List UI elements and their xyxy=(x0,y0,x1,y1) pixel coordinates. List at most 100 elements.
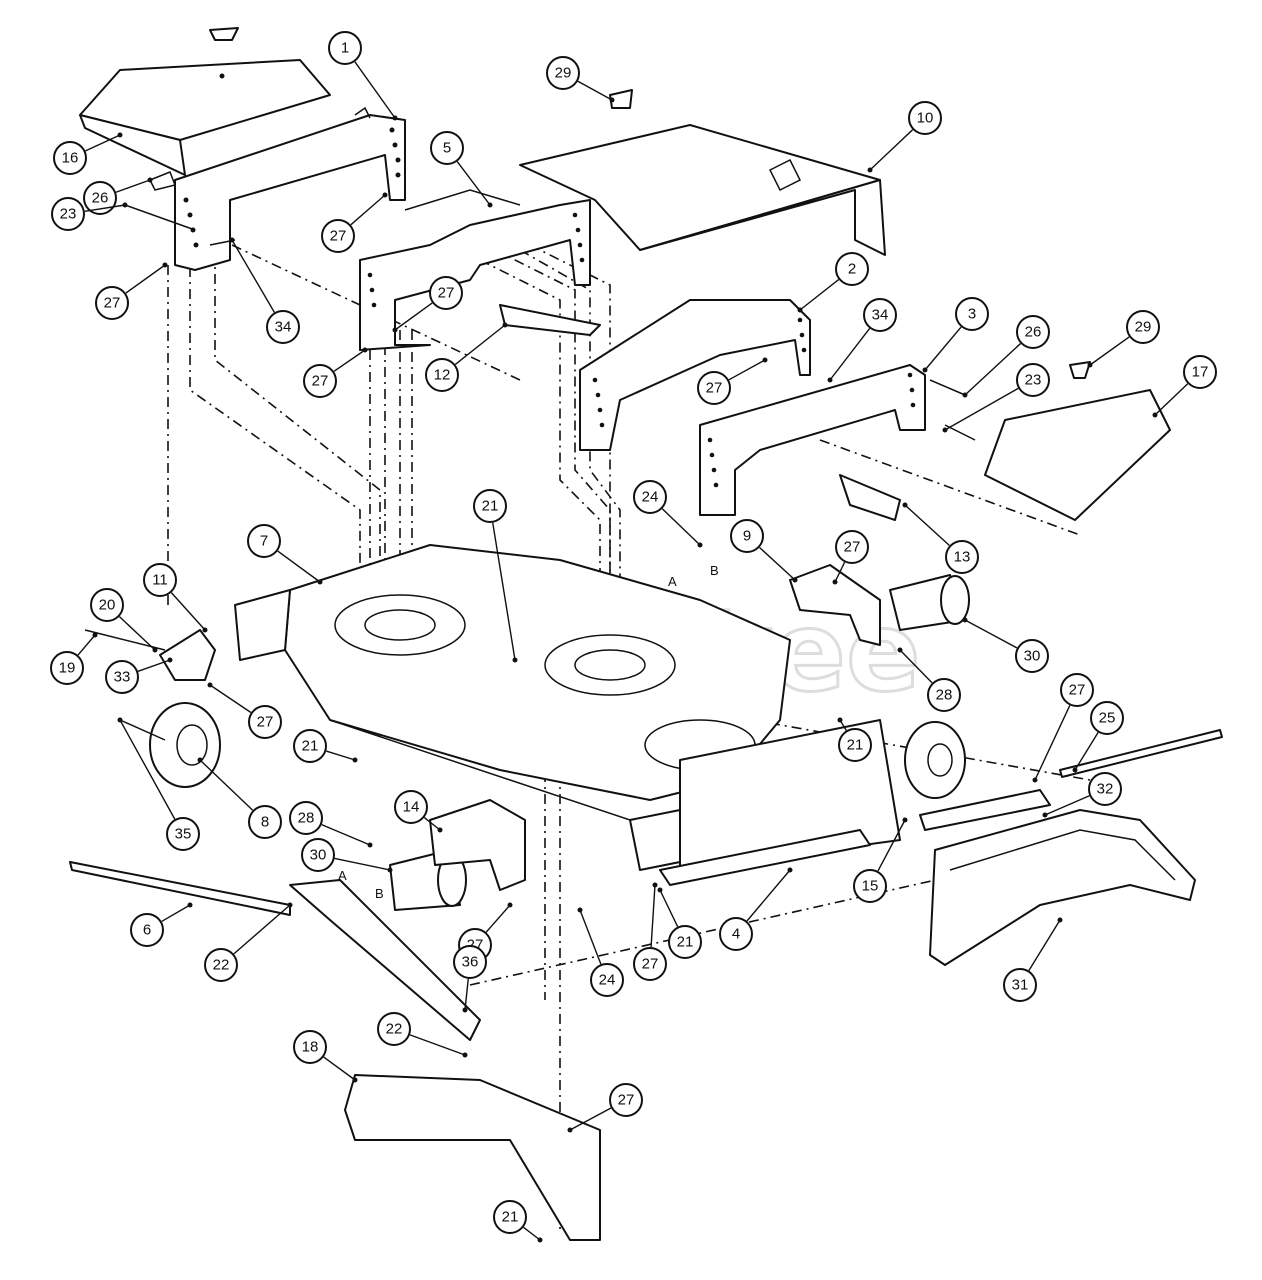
callout-leader-line xyxy=(1074,732,1099,771)
callout-label: 30 xyxy=(310,847,327,864)
callout-label: 29 xyxy=(1135,319,1152,336)
callout-arrowhead xyxy=(117,132,123,138)
part-18-rear-shield xyxy=(344,1074,601,1241)
callout-label: 24 xyxy=(642,489,659,506)
callout-arrowhead xyxy=(962,617,968,623)
callout-36: 36 xyxy=(453,945,487,1013)
callout-circle xyxy=(247,524,281,558)
callout-circle xyxy=(53,141,87,175)
callout-arrowhead xyxy=(942,427,948,433)
callout-27: 27 xyxy=(697,357,768,405)
callout-23: 23 xyxy=(51,197,128,231)
callout-circle xyxy=(377,1012,411,1046)
axis-letter-a-right: A xyxy=(668,574,677,589)
callout-label: 27 xyxy=(844,539,861,556)
callout-arrowhead xyxy=(902,502,908,508)
callout-leader-line xyxy=(523,1226,541,1241)
callout-arrowhead xyxy=(922,367,928,373)
callout-circle xyxy=(266,310,300,344)
callout-circle xyxy=(293,1030,327,1064)
callout-circle xyxy=(853,869,887,903)
callout-12: 12 xyxy=(425,322,508,392)
callout-leader-line xyxy=(333,349,366,372)
axis-letter-a-left: A xyxy=(338,868,347,883)
callout-leader-line xyxy=(799,278,840,311)
callout-leader-line xyxy=(1089,336,1130,366)
part-16-left-cover xyxy=(79,27,331,176)
callout-circle xyxy=(546,56,580,90)
callout-leader-line xyxy=(579,909,602,965)
callout-circle xyxy=(590,963,624,997)
callout-7: 7 xyxy=(247,524,323,585)
callout-leader-line xyxy=(964,343,1022,396)
callout-27: 27 xyxy=(832,530,869,585)
callout-circle xyxy=(719,917,753,951)
callout-circle xyxy=(1060,673,1094,707)
part-9-bracket xyxy=(789,564,881,646)
callout-leader-line xyxy=(899,649,933,684)
callout-leader-line xyxy=(964,619,1018,649)
callout-arrowhead xyxy=(362,347,368,353)
callout-leader-line xyxy=(759,546,796,581)
callout-label: 27 xyxy=(706,380,723,397)
callout-20: 20 xyxy=(90,588,158,653)
callout-arrowhead xyxy=(392,115,398,121)
callout-leader-line xyxy=(492,522,516,661)
callout-label: 9 xyxy=(743,528,751,545)
callout-label: 27 xyxy=(438,285,455,302)
callout-4: 4 xyxy=(719,867,793,951)
callout-leader-line xyxy=(233,904,291,955)
callout-6: 6 xyxy=(130,902,193,947)
callout-29: 29 xyxy=(1087,310,1160,368)
callout-leader-line xyxy=(659,889,679,927)
callout-label: 36 xyxy=(462,954,479,971)
callout-circle xyxy=(1003,968,1037,1002)
callout-leader-line xyxy=(1028,919,1061,971)
callout-leader-line xyxy=(728,359,766,381)
callout-label: 15 xyxy=(862,878,879,895)
callout-circle xyxy=(838,728,872,762)
callout-label: 5 xyxy=(443,140,451,157)
callout-circle xyxy=(927,678,961,712)
axis-letter-b-right: B xyxy=(710,563,719,578)
callout-arrowhead xyxy=(162,262,168,268)
callout-circle xyxy=(1015,639,1049,673)
callout-27: 27 xyxy=(392,276,463,333)
callout-leader-line xyxy=(577,80,613,101)
callout-circle xyxy=(1016,363,1050,397)
callout-arrowhead xyxy=(1057,917,1063,923)
callout-arrowhead xyxy=(697,542,703,548)
callout-arrowhead xyxy=(317,579,323,585)
callout-label: 7 xyxy=(260,533,268,550)
callout-circle xyxy=(303,364,337,398)
part-17-small-cover xyxy=(984,361,1171,521)
callout-leader-line xyxy=(137,659,171,672)
callout-leader-line xyxy=(869,129,914,171)
callout-label: 21 xyxy=(502,1209,519,1226)
callout-label: 11 xyxy=(152,572,168,589)
callout-leader-line xyxy=(354,61,396,119)
callout-label: 16 xyxy=(62,150,79,167)
callout-leader-line xyxy=(85,134,121,152)
callout-arrowhead xyxy=(122,202,128,208)
callout-label: 19 xyxy=(59,660,76,677)
callout-arrowhead xyxy=(762,357,768,363)
callout-leader-line xyxy=(394,302,433,331)
callout-26: 26 xyxy=(83,177,153,215)
callout-30: 30 xyxy=(301,838,393,873)
callout-arrowhead xyxy=(797,307,803,313)
callout-circle xyxy=(204,948,238,982)
callout-26: 26 xyxy=(962,315,1050,398)
callout-leader-line xyxy=(1034,705,1071,781)
callout-leader-line xyxy=(84,204,126,213)
callout-33: 33 xyxy=(105,657,173,694)
callout-leader-line xyxy=(170,592,206,631)
callout-27: 27 xyxy=(1032,673,1094,783)
callout-arrowhead xyxy=(792,577,798,583)
callout-label: 28 xyxy=(298,810,315,827)
callout-label: 27 xyxy=(330,228,347,245)
callout-leader-line xyxy=(454,324,506,365)
callout-leader-line xyxy=(1044,795,1090,816)
callout-leader-line xyxy=(829,328,871,381)
callout-arrowhead xyxy=(867,167,873,173)
